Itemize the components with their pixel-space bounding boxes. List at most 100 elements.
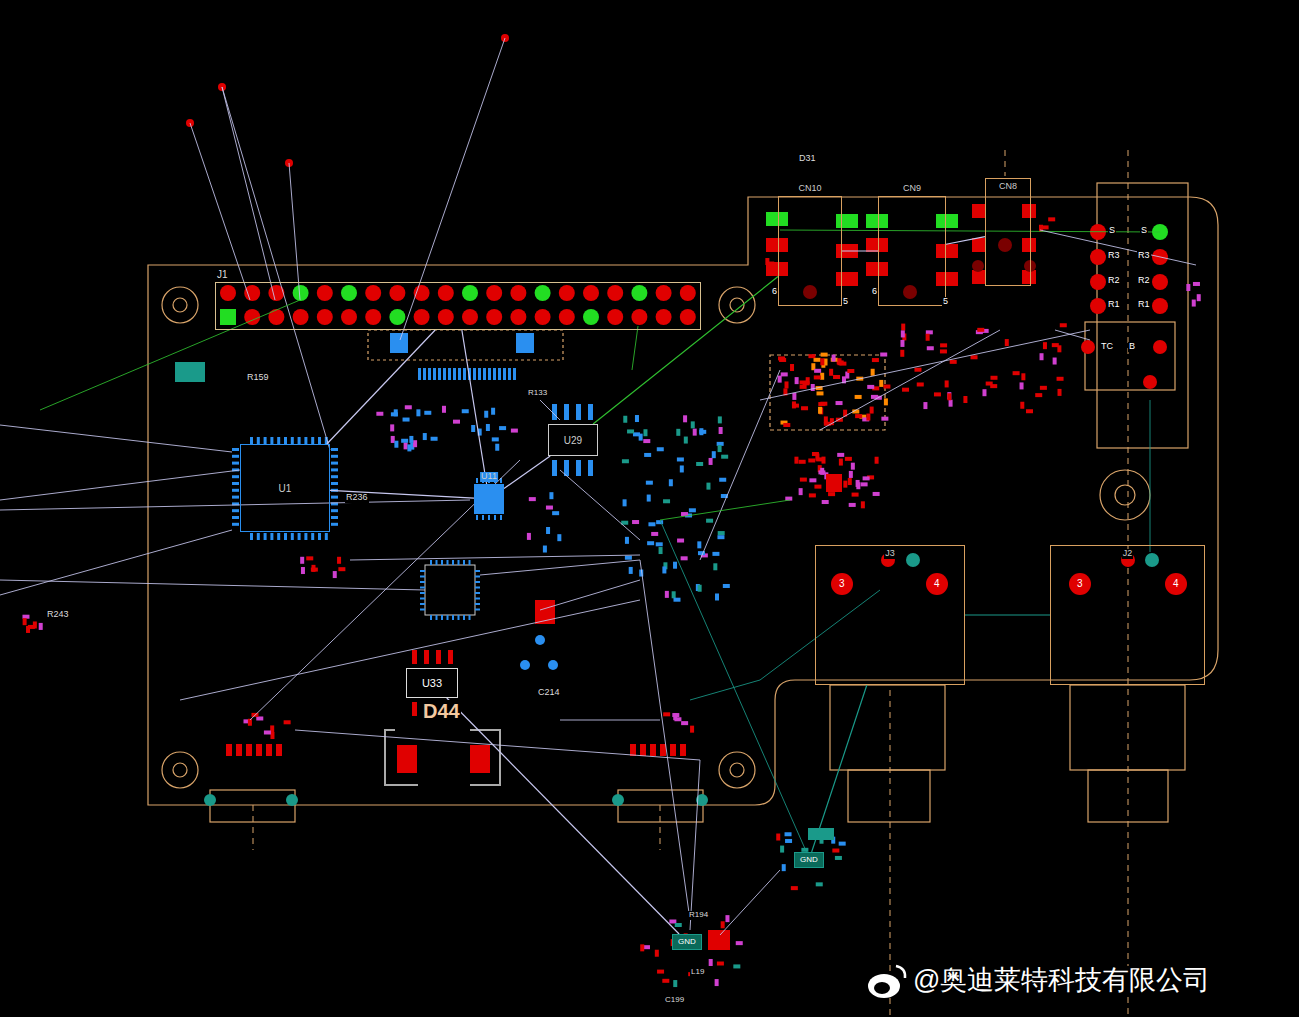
ic-pad [430,560,432,565]
smd-pad [677,457,684,461]
component-footprint: CN8 [985,178,1031,286]
ratsnest-connector [504,456,550,488]
ic-pad [318,437,321,444]
silkscreen-label: R2 [1107,276,1121,286]
smd-pad [499,426,506,430]
silkscreen-label: 4 [1172,578,1180,589]
smd-pad [723,584,730,588]
smd-pad [623,499,627,506]
smd-pad [673,980,677,987]
smd-pad [832,355,836,362]
silkscreen-label: R236 [345,493,369,503]
smd-pad [843,481,847,488]
through-hole-pad [1152,274,1168,290]
header-pad [486,309,502,325]
mount-hole [162,287,198,323]
ratsnest-line [690,760,700,930]
smd-pad [721,455,728,459]
through-hole-pad [1090,249,1106,265]
header-pad [510,285,526,301]
ic-pad [311,533,314,540]
smd-pad [855,395,862,399]
silkscreen-label: R1 [1137,300,1151,310]
designator: GND [799,856,819,865]
designator: J1 [216,269,229,280]
ratsnest-line [560,720,660,721]
component-pad [680,744,686,756]
smd-pad [333,571,337,578]
header-pad [293,309,309,325]
smd-pad [663,712,670,716]
ic-pad [433,368,436,380]
smd-pad [780,846,784,853]
smd-pad [839,362,846,366]
smd-pad [717,962,724,966]
component-pad [936,244,958,258]
ic-pad [420,592,425,594]
ic-pad [475,603,480,605]
ic-pad [304,533,307,540]
ic-pad [475,598,480,600]
smd-pad [1026,409,1033,413]
smd-pad [808,354,815,358]
smd-pad [1048,217,1055,221]
smd-pad [1193,282,1200,286]
component-pad [766,238,788,252]
ic-pad [232,455,239,458]
through-hole-pad [1090,298,1106,314]
smd-pad [863,476,870,480]
ic-pad [452,560,454,565]
header-pad [293,285,309,301]
smd-pad [673,598,680,602]
component-pad [708,930,730,950]
smd-pad [623,416,627,423]
ic-pad [430,615,432,620]
component-pad [1022,270,1036,284]
component-pad [236,744,242,756]
ratsnest-line [690,680,760,700]
component-pad [552,404,557,420]
smd-pad [684,437,688,444]
smd-pad [1013,371,1020,375]
header-pad [462,309,478,325]
mount-hole [173,763,187,777]
smd-pad [640,944,644,951]
smd-pad [424,411,431,415]
ic-pad [494,515,496,520]
header-pad [317,309,333,325]
smd-pad [814,375,821,379]
through-hole-pad [972,260,984,272]
smd-pad [691,421,695,428]
component-pad [836,272,858,286]
mount-hole [1115,485,1135,505]
smd-pad [1057,377,1064,381]
component-pad [866,214,888,228]
ic-pad [475,587,480,589]
header-pad [365,309,381,325]
smd-pad [1020,402,1024,409]
smd-pad [971,355,978,359]
ic-pad [232,496,239,499]
header-pad [656,285,672,301]
silkscreen-label: C199 [664,996,685,1005]
smd-pad [792,401,796,408]
header-pad [389,309,405,325]
smd-pad [815,454,819,461]
ic-pad [331,516,338,519]
ic-pad [232,516,239,519]
smd-pad [1053,358,1057,365]
component-pad [660,744,666,756]
ic-pad [513,368,516,380]
smd-pad [848,478,852,485]
component-pad [936,272,958,286]
smd-pad [639,434,643,441]
mount-hole [1100,470,1150,520]
smd-pad [856,482,860,489]
smd-pad [647,495,651,502]
smd-pad [651,532,658,536]
ic-pad [428,368,431,380]
smd-pad [719,427,723,434]
component-pad [276,744,282,756]
component-pad [412,650,417,664]
